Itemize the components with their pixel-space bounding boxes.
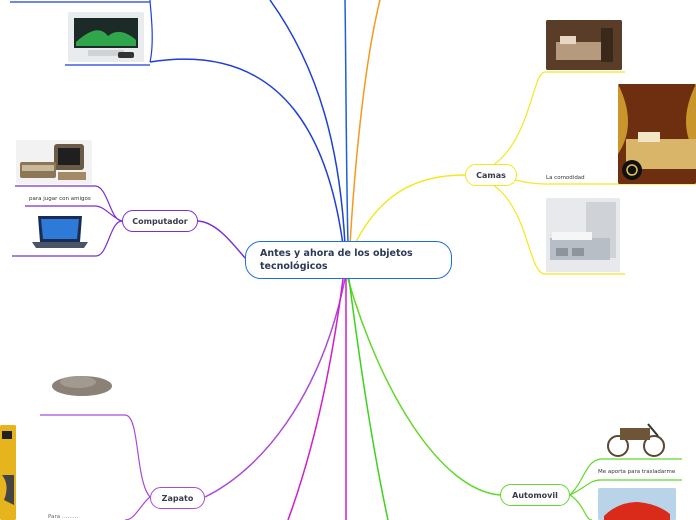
node-computador-label: Computador [132, 216, 188, 226]
node-zapato[interactable]: Zapato [150, 487, 205, 509]
label-zapato-partial: Para ……… [48, 514, 79, 520]
central-title: Antes y ahora de los objetos tecnológico… [260, 248, 413, 272]
branch-green [348, 278, 389, 520]
node-zapato-label: Zapato [161, 493, 194, 503]
branch-blue-left-upper [149, 58, 344, 246]
node-camas[interactable]: Camas [465, 164, 517, 186]
automovil-sub-mid [569, 479, 682, 496]
branch-blue-top [269, 0, 346, 246]
branch-orange [349, 0, 381, 246]
zapato-sub-top [40, 414, 151, 498]
label-la-comodidad: La comodidad [546, 175, 585, 181]
node-automovil[interactable]: Automovil [500, 484, 570, 506]
branch-camas [351, 174, 466, 251]
central-topic[interactable]: Antes y ahora de los objetos tecnológico… [245, 241, 452, 279]
branch-automovil [347, 278, 501, 496]
automovil-sub-bottom [569, 494, 593, 520]
branch-blue-vertical [344, 0, 349, 246]
label-para-jugar: para jugar con amigos [29, 196, 91, 202]
image-boot-partial [0, 425, 16, 520]
branch-computador [197, 220, 246, 259]
automovil-sub-top [569, 458, 682, 496]
camas-sub-top [464, 71, 625, 176]
image-bed-luxury [618, 84, 696, 184]
image-flat-tv [68, 12, 144, 62]
image-modern-laptop [28, 212, 90, 252]
node-camas-label: Camas [476, 170, 506, 180]
label-me-aporta: Me aporta para trasladarme [598, 469, 676, 475]
image-bed-old [546, 20, 622, 70]
node-computador[interactable]: Computador [122, 210, 198, 232]
zapato-sub-bottom [124, 496, 151, 520]
image-car-modern [598, 488, 676, 520]
image-old-computer [16, 140, 92, 184]
image-shoe-old [44, 362, 120, 404]
image-bed-modern [546, 198, 620, 272]
computador-sub-bottom [12, 220, 123, 257]
branch-magenta [287, 278, 344, 520]
node-automovil-label: Automovil [512, 490, 558, 500]
image-car-old [598, 414, 676, 458]
branch-zapato [204, 278, 346, 498]
computador-sub-mid [25, 205, 123, 222]
blue-sub-top [149, 0, 153, 63]
